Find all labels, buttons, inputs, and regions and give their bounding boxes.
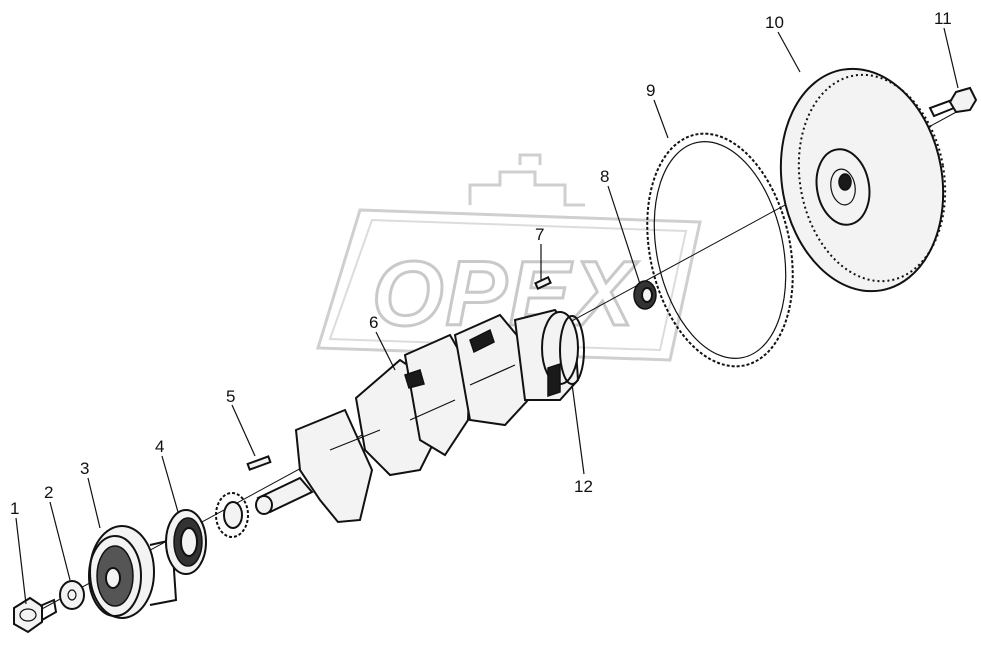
part-flywheel-bolt: [928, 86, 978, 118]
part-damper-pulley: [88, 525, 178, 619]
callout-8: 8: [600, 167, 609, 186]
part-seal-ring: [165, 509, 207, 575]
callout-11: 11: [934, 9, 952, 28]
callout-2: 2: [44, 483, 53, 502]
callout-labels: 1 2 3 4 5 6 7 8 9 10 11 12: [10, 9, 952, 518]
callout-4: 4: [155, 437, 164, 456]
callout-7: 7: [535, 225, 544, 244]
part-washer: [59, 580, 85, 610]
watermark-frame: [315, 208, 702, 362]
callout-10: 10: [765, 13, 784, 32]
callout-5: 5: [226, 387, 235, 406]
callout-9: 9: [646, 81, 655, 100]
callout-1: 1: [10, 499, 19, 518]
part-key: [246, 455, 272, 471]
part-pilot-bearing: [633, 280, 657, 310]
leader-lines: [15, 27, 959, 605]
part-dowel-pin: [534, 275, 552, 291]
callout-12: 12: [574, 477, 593, 496]
callout-6: 6: [369, 313, 378, 332]
callout-3: 3: [80, 459, 89, 478]
part-flywheel: [779, 67, 947, 293]
watermark-gear-icon: [468, 153, 585, 207]
part-bolt: [13, 596, 58, 634]
part-timing-gear: [215, 492, 249, 538]
part-crankshaft: [255, 308, 580, 524]
part-ring-gear: [646, 132, 794, 368]
